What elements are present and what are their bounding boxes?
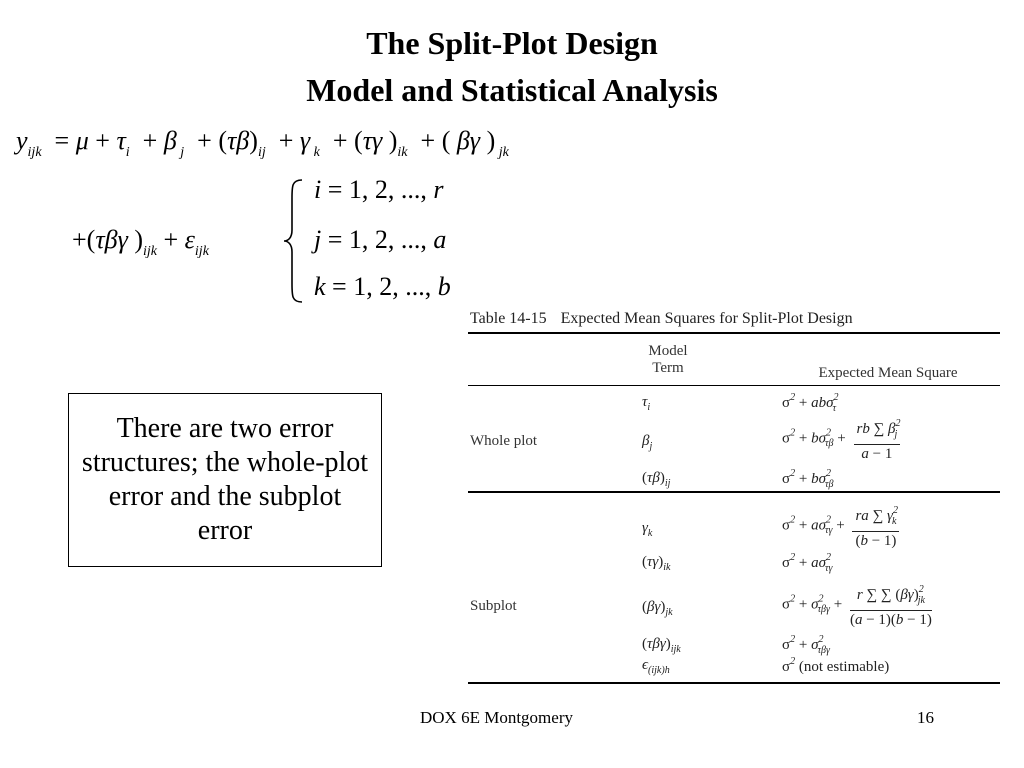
- term-beta-gamma-jk: (βγ)jk: [642, 599, 673, 618]
- ems-tau-gamma-ik: σ2 + aσ2τγ: [782, 552, 833, 574]
- ems-error: σ2 (not estimable): [782, 656, 890, 675]
- table-caption-number: Table 14-15: [470, 310, 547, 327]
- table-rule-bottom: [468, 682, 1000, 684]
- model-equation-line1: yijk = μ + τi + β j + (τβ)ij + γ k + (τγ…: [16, 126, 509, 160]
- term-beta-j: βj: [642, 433, 653, 452]
- ems-tau-i: σ2 + abσ2τ: [782, 392, 839, 414]
- ems-tau-beta-ij: σ2 + bσ2τβ: [782, 468, 834, 490]
- condition-k: k = 1, 2, ..., b: [314, 272, 451, 301]
- condition-j: j = 1, 2, ..., a: [314, 225, 447, 254]
- term-tau-gamma-ik: (τγ)ik: [642, 554, 671, 573]
- slide-title-line1: The Split-Plot Design: [366, 25, 658, 61]
- table-caption: Table 14-15 Expected Mean Squares for Spl…: [470, 310, 853, 328]
- ems-gamma-k: σ2 + aσ2τγ + ra ∑ γ2k(b − 1): [782, 502, 900, 550]
- group-whole-plot: Whole plot: [470, 433, 538, 449]
- ems-table: Table 14-15 Expected Mean Squares for Spl…: [468, 302, 1000, 688]
- error-structure-note: There are two error structures; the whol…: [68, 393, 382, 567]
- group-subplot: Subplot: [470, 598, 517, 614]
- model-equation-line2: +(τβγ )ijk + εijk: [72, 225, 209, 259]
- term-error: ϵ(ijk)h: [642, 657, 670, 676]
- term-tau-beta-ij: (τβ)ij: [642, 470, 671, 489]
- term-tau-beta-gamma-ijk: (τβγ)ijk: [642, 636, 681, 655]
- slide-title-line2: Model and Statistical Analysis: [306, 72, 718, 108]
- footer-source: DOX 6E Montgomery: [420, 708, 573, 727]
- ems-beta-gamma-jk: σ2 + σ2τβγ + r ∑ ∑ (βγ)2jk(a − 1)(b − 1): [782, 581, 932, 629]
- term-tau-i: τi: [642, 394, 651, 413]
- condition-i: i = 1, 2, ..., r: [314, 175, 444, 204]
- table-caption-text: Expected Mean Squares for Split-Plot Des…: [560, 310, 853, 327]
- table-rule-middle: [468, 491, 1000, 493]
- header-model-term: Model Term: [638, 343, 698, 377]
- ems-tau-beta-gamma-ijk: σ2 + σ2τβγ: [782, 634, 830, 656]
- page-number: 16: [917, 708, 934, 727]
- table-rule-top: [468, 332, 1000, 334]
- header-term-line2: Term: [652, 360, 684, 376]
- header-expected-mean-square: Expected Mean Square: [818, 365, 958, 381]
- table-rule-header: [468, 385, 1000, 386]
- term-gamma-k: γk: [642, 520, 653, 539]
- left-brace-icon: [283, 179, 303, 303]
- header-model-line1: Model: [648, 343, 688, 359]
